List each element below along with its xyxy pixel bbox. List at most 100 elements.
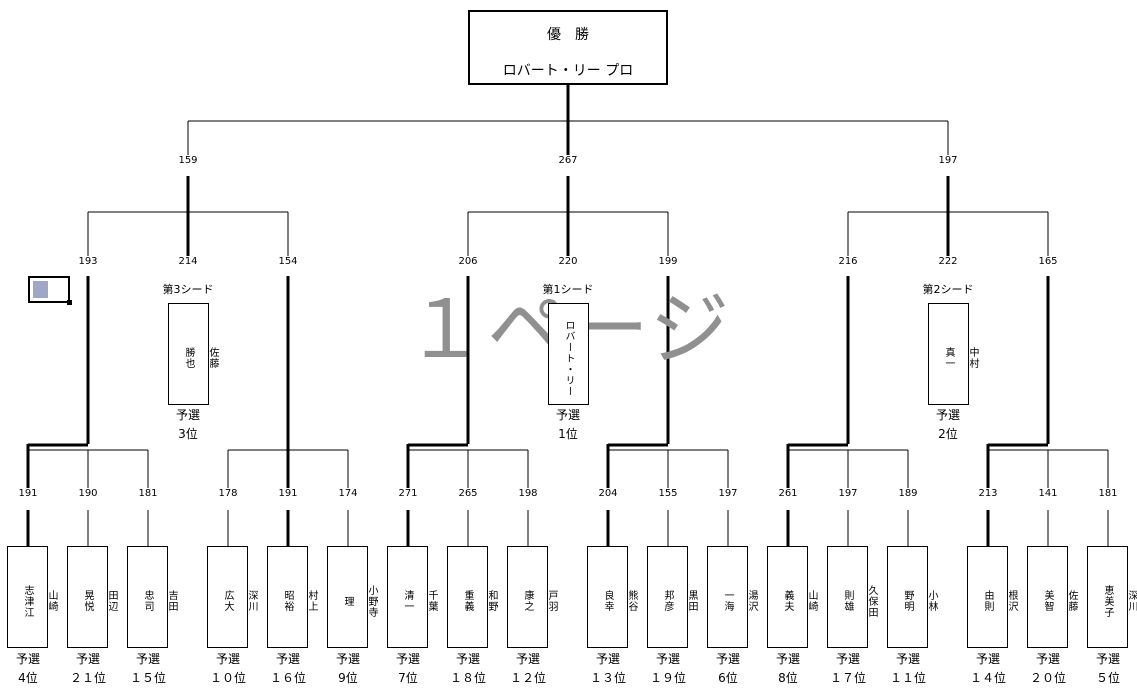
player-score: 204 [598,488,618,499]
player-box: 深川 恵美子 [1087,546,1137,648]
player-name: 戸羽 康之 [522,590,557,612]
player-rank-label: 予選 [715,652,740,666]
player-name: 深川 広大 [222,590,257,612]
player-rank-value: １４位 [969,671,1006,685]
winner-name: ロバート・リー プロ [502,63,634,79]
player-rank-label: 予選 [395,652,420,666]
seed-player-box: ロバート・リー [548,303,589,405]
seed-player-name: 中村 真一 [943,347,978,369]
player-box: 佐藤 美智 [1027,546,1077,648]
player-name: 湯沢 一海 [722,590,757,612]
player-score: 198 [518,488,538,499]
player-name: 山崎 義夫 [782,590,817,612]
player-name: 佐藤 美智 [1042,590,1077,612]
player-rank-label: 予選 [1035,652,1060,666]
seed-rank-value: 1位 [558,427,578,441]
player-name: 久保田 則雄 [842,584,877,618]
player-rank-value: １６位 [269,671,306,685]
player-rank-value: ２１位 [69,671,106,685]
player-box: 山崎 義夫 [767,546,817,648]
seed-rank-label: 予選 [935,408,960,422]
player-rank-label: 予選 [1095,652,1120,666]
player-box: 根沢 由則 [967,546,1017,648]
semifinal-score: 159 [178,155,198,166]
winner-box: 優 勝 ロバート・リー プロ [468,10,668,85]
player-rank-value: 9位 [338,671,358,685]
player-box: 湯沢 一海 [707,546,757,648]
seed-rank-label: 予選 [555,408,580,422]
player-rank-label: 予選 [975,652,1000,666]
player-score: 197 [838,488,858,499]
player-rank-label: 予選 [595,652,620,666]
player-box: 小林 野明 [887,546,937,648]
seed-label: 第2シード [922,283,974,296]
player-rank-value: １９位 [649,671,686,685]
player-rank-value: １５位 [129,671,166,685]
player-name: 深川 恵美子 [1102,584,1137,618]
player-rank-label: 予選 [335,652,360,666]
player-score: 174 [338,488,358,499]
player-rank-label: 予選 [75,652,100,666]
group-score: 165 [1038,256,1058,267]
player-box: 山崎 志津江 [7,546,57,648]
player-score: 155 [658,488,678,499]
semifinal-score: 267 [558,155,578,166]
player-name: 山崎 志津江 [22,584,57,618]
player-box: 田辺 晃悦 [67,546,117,648]
player-rank-value: 4位 [18,671,38,685]
player-rank-value: １０位 [209,671,246,685]
player-score: 141 [1038,488,1058,499]
group-score: 214 [178,256,198,267]
group-score: 220 [558,256,578,267]
player-score: 191 [18,488,38,499]
player-rank-label: 予選 [15,652,40,666]
player-name: 小林 野明 [902,590,937,612]
player-box: 戸羽 康之 [507,546,557,648]
player-rank-label: 予選 [135,652,160,666]
player-box: 深川 広大 [207,546,257,648]
group-score: 222 [938,256,958,267]
seed-player-name: 佐藤 勝也 [183,347,218,369]
player-score: 181 [1098,488,1118,499]
seed-player-box: 中村 真一 [928,303,978,405]
player-box: 黒田 邦彦 [647,546,697,648]
player-rank-label: 予選 [515,652,540,666]
player-rank-label: 予選 [895,652,920,666]
player-rank-label: 予選 [455,652,480,666]
seed-rank-value: 3位 [178,427,198,441]
semifinal-score: 197 [938,155,958,166]
player-rank-label: 予選 [655,652,680,666]
player-name: 田辺 晃悦 [82,590,117,612]
player-name: 村上 昭裕 [282,590,317,612]
player-name: 吉田 忠司 [142,590,177,612]
seed-player-name: ロバート・リー [563,319,574,397]
player-score: 213 [978,488,998,499]
player-name: 黒田 邦彦 [662,590,697,612]
fill-handle[interactable] [67,300,72,305]
seed-label: 第1シード [542,283,594,296]
player-name: 熊谷 良幸 [602,590,637,612]
player-name: 千葉 清一 [402,590,437,612]
player-name: 根沢 由則 [982,590,1017,612]
player-score: 191 [278,488,298,499]
player-score: 261 [778,488,798,499]
selected-cell-indicator[interactable] [28,276,72,305]
seed-rank-value: 2位 [938,427,958,441]
player-name: 小野寺 理 [342,584,377,618]
player-rank-value: １３位 [589,671,626,685]
seed-rank-label: 予選 [175,408,200,422]
player-rank-value: １１位 [889,671,926,685]
player-box: 熊谷 良幸 [587,546,637,648]
player-box: 和野 重義 [447,546,497,648]
player-rank-value: ５位 [1095,671,1120,685]
player-score: 181 [138,488,158,499]
player-rank-label: 予選 [835,652,860,666]
seed-player-box: 佐藤 勝也 [168,303,218,405]
player-box: 千葉 清一 [387,546,437,648]
player-rank-value: 6位 [718,671,738,685]
seed-label: 第3シード [162,283,214,296]
player-box: 久保田 則雄 [827,546,877,648]
player-score: 190 [78,488,98,499]
player-score: 178 [218,488,238,499]
